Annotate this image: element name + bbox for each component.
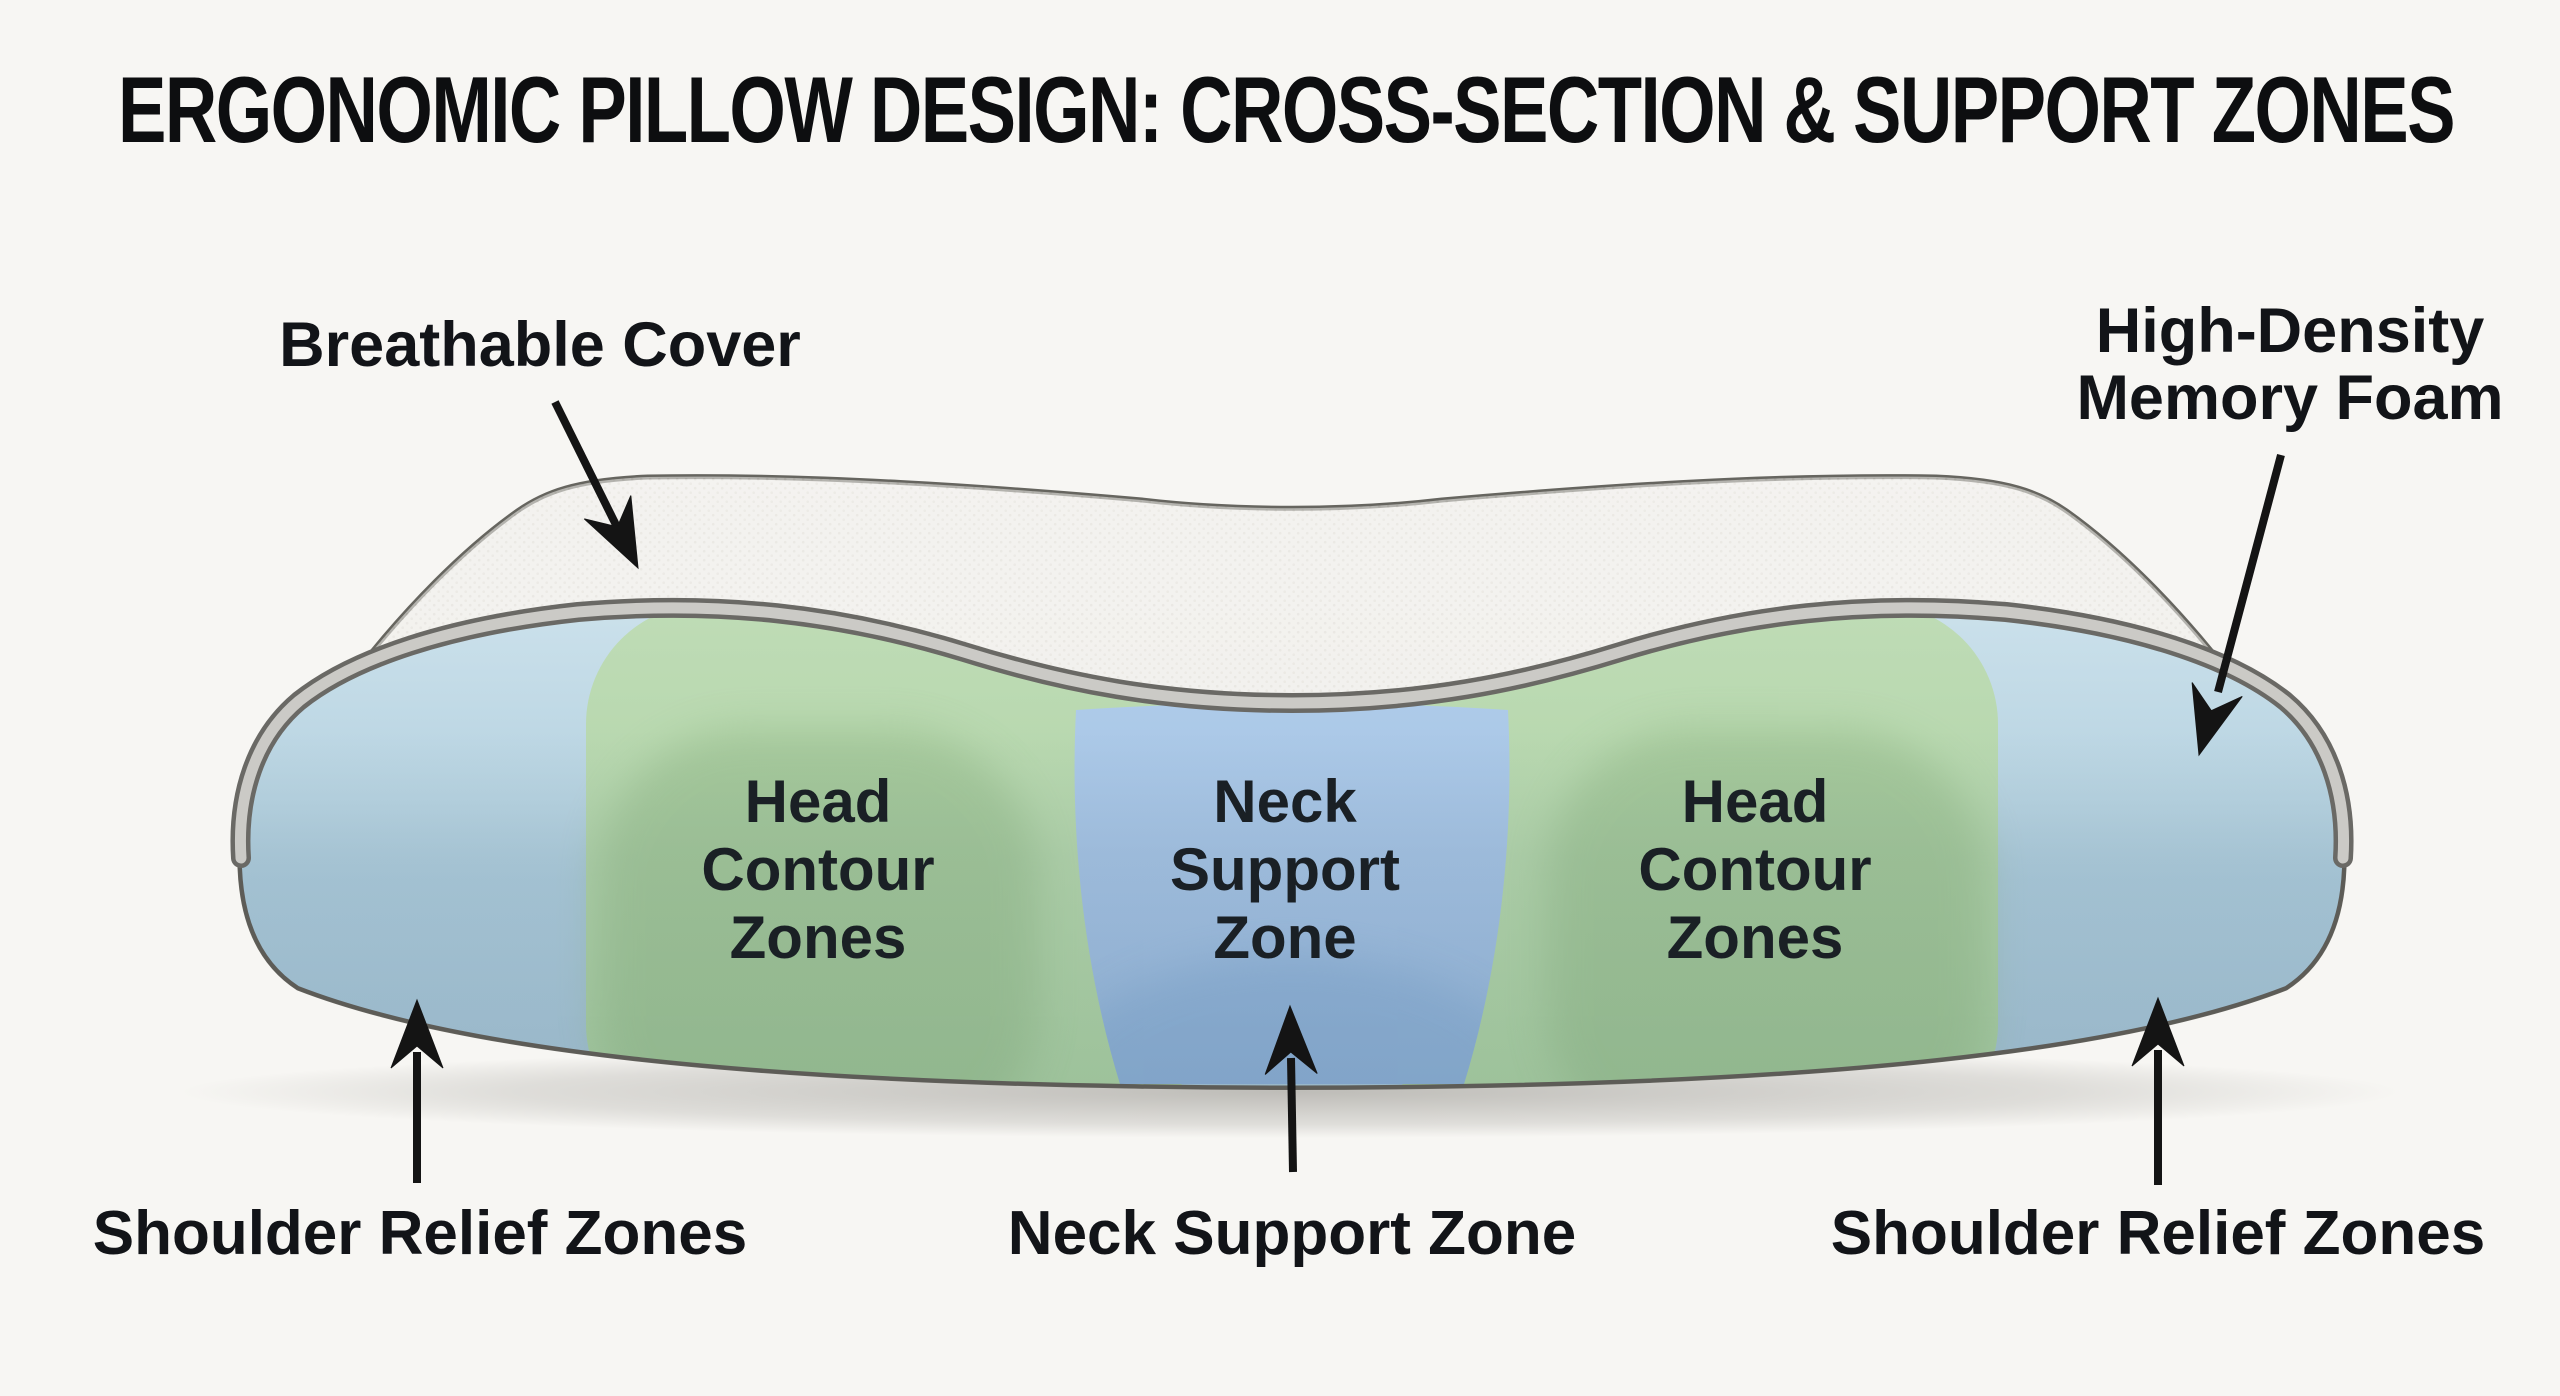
high-density-label-line2: Memory Foam bbox=[2076, 363, 2503, 433]
high-density-memory-foam-label: High-Density Memory Foam bbox=[2076, 296, 2503, 433]
shoulder-left-arrow bbox=[390, 998, 444, 1183]
svg-text:Contour: Contour bbox=[701, 836, 934, 903]
head-contour-right-label: Head Contour Zones bbox=[1638, 768, 1871, 971]
breathable-cover-arrow bbox=[551, 400, 639, 570]
svg-text:Head: Head bbox=[1682, 768, 1829, 835]
diagram-title: ERGONOMIC PILLOW DESIGN: CROSS-SECTION &… bbox=[118, 57, 2454, 162]
neck-support-bottom-label: Neck Support Zone bbox=[1008, 1199, 1576, 1268]
svg-text:Support: Support bbox=[1170, 836, 1400, 903]
svg-text:Contour: Contour bbox=[1638, 836, 1871, 903]
svg-text:Zones: Zones bbox=[1667, 904, 1844, 971]
neck-support-arrow bbox=[1264, 1004, 1318, 1173]
shoulder-right-arrow bbox=[2131, 996, 2185, 1185]
breathable-cover-label: Breathable Cover bbox=[279, 310, 801, 380]
shoulder-relief-left-label: Shoulder Relief Zones bbox=[93, 1199, 748, 1268]
shoulder-relief-right-label: Shoulder Relief Zones bbox=[1831, 1199, 2486, 1268]
cover-liner-ribbon bbox=[230, 597, 2354, 868]
neck-support-center-label: Neck Support Zone bbox=[1170, 768, 1400, 971]
svg-text:Neck: Neck bbox=[1213, 768, 1357, 835]
head-contour-left-label: Head Contour Zones bbox=[701, 768, 934, 971]
high-density-label-line1: High-Density bbox=[2096, 296, 2485, 366]
annotation-arrows bbox=[390, 400, 2285, 1185]
svg-text:Zones: Zones bbox=[730, 904, 907, 971]
memory-foam-arrow bbox=[2191, 453, 2285, 757]
svg-text:Zone: Zone bbox=[1213, 904, 1356, 971]
svg-text:Head: Head bbox=[745, 768, 892, 835]
